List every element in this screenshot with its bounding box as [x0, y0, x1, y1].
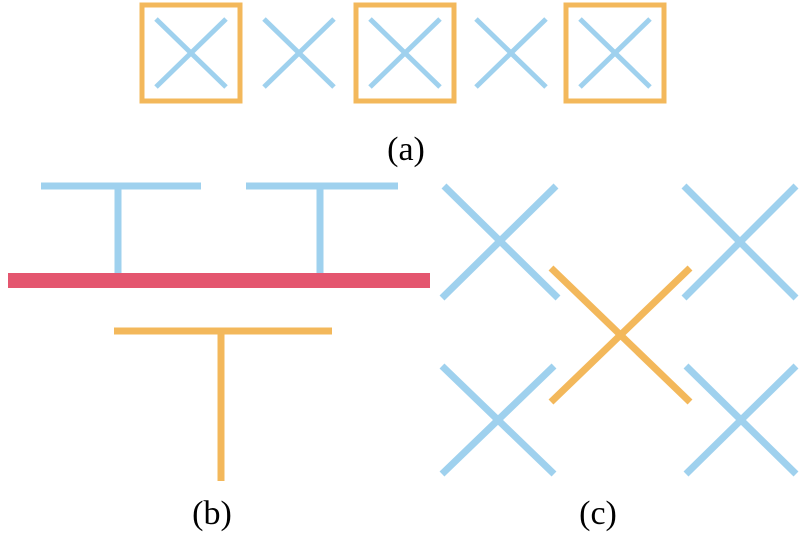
caption-a: (a) — [387, 131, 425, 168]
orange-box — [139, 2, 243, 104]
blue-diagonal — [439, 183, 559, 301]
orange-diagonal — [548, 265, 693, 405]
orange-box — [563, 2, 667, 104]
open-cross-2 — [474, 17, 548, 89]
panel-b — [8, 182, 430, 481]
blue-diagonal — [439, 363, 557, 477]
boxed-cross-3 — [563, 2, 667, 104]
orange-box — [353, 2, 457, 104]
panel-a — [139, 2, 667, 104]
blue-diagonal — [368, 17, 442, 89]
blue-diagonal — [683, 363, 799, 477]
panel-c — [439, 183, 799, 477]
red-base-bar — [8, 273, 430, 288]
blue-diagonal — [474, 17, 548, 89]
boxed-cross-2 — [353, 2, 457, 104]
blue-diagonal — [154, 17, 228, 89]
caption-c: (c) — [579, 495, 617, 532]
boxed-cross-1 — [139, 2, 243, 104]
caption-b: (b) — [192, 495, 232, 532]
blue-diagonal — [262, 17, 336, 89]
blue-diagonal — [578, 17, 652, 89]
open-cross-1 — [262, 17, 336, 89]
blue-diagonal — [681, 183, 799, 301]
